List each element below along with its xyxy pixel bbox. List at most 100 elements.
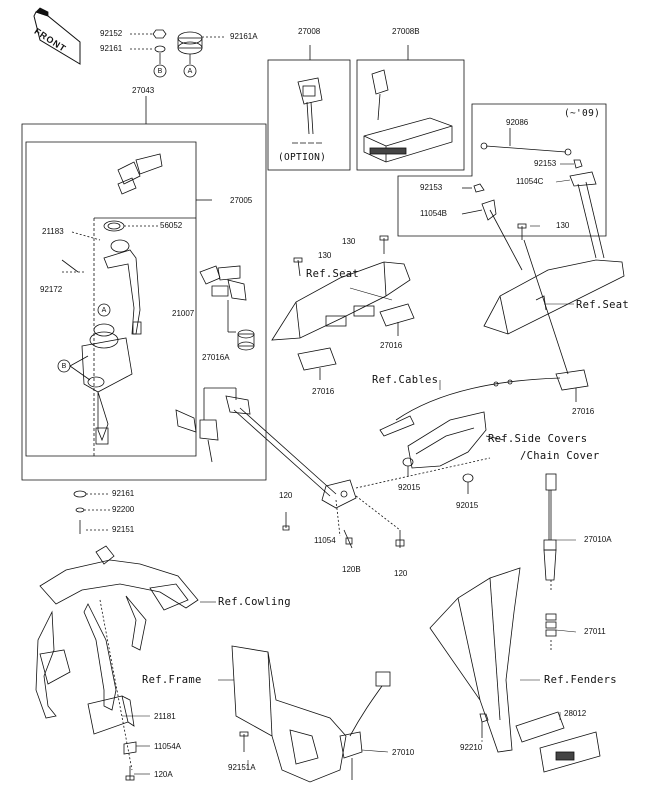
part-27016a-label: 27016A	[202, 353, 230, 362]
part-27008b-label: 27008B	[392, 27, 420, 36]
key-27008-box	[267, 59, 351, 171]
key-set-21007-icon	[199, 265, 247, 333]
clip-92153-left-icon	[462, 183, 485, 193]
cable-bracket-11054-icon	[321, 479, 357, 537]
part-21007-label: 21007	[172, 309, 195, 318]
washer-92161-icon	[130, 45, 166, 64]
part-92161-mid-label: 92161	[112, 489, 135, 498]
ref-cables: Ref.Cables	[372, 374, 439, 386]
latch-27016-left-icon	[297, 347, 337, 380]
bolt-120-lower-icon	[355, 495, 405, 548]
frame-section-icon	[231, 645, 347, 783]
part-27016-center-label: 27016	[380, 341, 403, 350]
part-92210-label: 92210	[460, 743, 483, 752]
ref-side-covers: Ref.Side Covers	[488, 433, 588, 445]
part-92161-top-label: 92161	[100, 44, 123, 53]
part-92200-label: 92200	[112, 505, 135, 514]
bolt-120-icon	[282, 512, 290, 531]
part-27016-right-label: 27016	[572, 407, 595, 416]
part-120-a-label: 120	[279, 491, 293, 500]
part-92161a-label: 92161A	[230, 32, 258, 41]
part-11054a-label: 11054A	[154, 742, 181, 751]
nut-92210-icon	[479, 713, 489, 738]
bolt-92151-icon	[79, 520, 110, 534]
option-key-icon	[292, 77, 323, 144]
connector-27011-icon	[545, 613, 557, 650]
part-27043-label: 27043	[132, 86, 155, 95]
part-92151a-label: 92151A	[228, 763, 256, 772]
cowling-stay-icon	[35, 545, 199, 719]
part-130-right-label: 130	[556, 221, 570, 230]
bracket-11054c-icon	[569, 171, 597, 187]
wire-92086-icon	[480, 128, 572, 156]
leader-lines	[122, 163, 577, 775]
ecu-21181-icon	[87, 695, 135, 735]
part-27010-label: 27010	[392, 748, 415, 757]
seat-bracket-right-icon	[483, 181, 625, 335]
bolt-130-left-icon	[293, 257, 303, 277]
callout-a-circle-icon	[183, 64, 197, 78]
bracket-21183-icon	[71, 231, 142, 335]
part-27008-label: 27008	[298, 27, 321, 36]
latch-27016-center-icon	[379, 303, 415, 336]
cylinder-21007-icon	[237, 329, 255, 351]
washer-92161-lower-icon	[73, 490, 110, 498]
part-92152-label: 92152	[100, 29, 123, 38]
plate-28012-icon	[515, 711, 601, 773]
sensor-27010a-icon	[543, 473, 557, 592]
part-92172-label: 92172	[40, 285, 63, 294]
part-120a-label: 120A	[154, 770, 173, 779]
seat-bracket-center-icon	[271, 261, 411, 341]
ignition-key-icon	[117, 153, 163, 195]
part-120-b-label: 120	[394, 569, 408, 578]
part-11054b-label: 11054B	[420, 209, 447, 218]
washer-92152-icon	[130, 29, 167, 39]
ref-seat-center: Ref.Seat	[306, 268, 359, 280]
lock-cable-icon	[233, 407, 337, 497]
part-27011-label: 27011	[584, 627, 606, 636]
part-130-left-label: 130	[318, 251, 332, 260]
part-28012-label: 28012	[564, 709, 587, 718]
washer-92200-icon	[75, 507, 110, 513]
ref-frame: Ref.Frame	[142, 674, 202, 686]
year-note: (~'09)	[564, 108, 601, 119]
seal-56052-icon	[103, 220, 158, 232]
ignition-switch-icon	[81, 323, 133, 445]
callout-b-top-label: B	[157, 68, 163, 75]
front-direction-arrow-icon	[33, 7, 81, 65]
cap-92161a-icon	[177, 31, 226, 64]
callout-a-switch-icon	[97, 303, 111, 317]
grommet-92015-right-icon	[462, 473, 474, 494]
ref-chain-cover: /Chain Cover	[520, 450, 600, 462]
part-21183-label: 21183	[42, 227, 64, 236]
part-11054c-label: 11054C	[516, 177, 544, 186]
clip-92153-right-icon	[573, 159, 583, 169]
part-92015-left-label: 92015	[398, 483, 421, 492]
key-27008b-box	[356, 59, 465, 171]
part-92151-label: 92151	[112, 525, 135, 534]
bolt-130-center-icon	[379, 235, 389, 254]
switch-27010-icon	[339, 671, 391, 780]
screw-92172-icon	[61, 259, 84, 273]
part-92086-label: 92086	[506, 118, 529, 127]
part-120b-label: 120B	[342, 565, 361, 574]
callout-b-circle-icon	[153, 64, 167, 78]
side-cover-panel-icon	[407, 411, 505, 469]
key-fob-icon	[363, 69, 453, 163]
part-92153-left-label: 92153	[420, 183, 443, 192]
callout-a-top-label: A	[187, 68, 193, 75]
part-56052-label: 56052	[160, 221, 183, 230]
part-27016-left-label: 27016	[312, 387, 335, 396]
ignition-group-box	[21, 123, 267, 481]
bracket-11054b-icon	[461, 199, 497, 221]
bolt-120b-icon	[343, 529, 353, 549]
helmet-lock-icon	[175, 395, 251, 463]
part-11054-label: 11054	[314, 536, 336, 545]
callout-a-switch-label: A	[101, 307, 107, 314]
ref-fenders: Ref.Fenders	[544, 674, 617, 686]
year-group-box	[397, 103, 607, 237]
latch-27016-right-icon	[555, 369, 589, 402]
grommet-92015-left-icon	[402, 457, 414, 476]
part-92015-right-label: 92015	[456, 501, 479, 510]
